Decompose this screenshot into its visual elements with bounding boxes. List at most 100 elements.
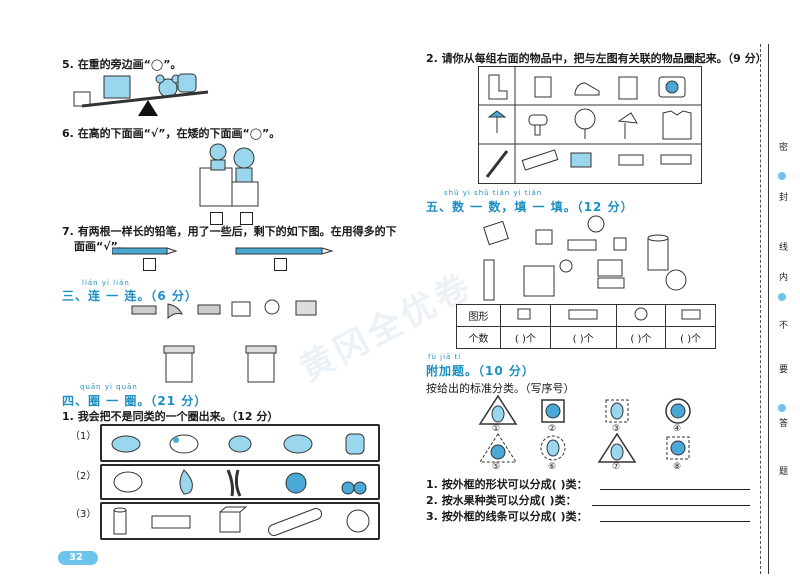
calculator-icon[interactable]	[618, 154, 644, 166]
cylinder-icon	[647, 234, 669, 271]
melon-icon[interactable]	[113, 471, 143, 493]
seesaw-board	[81, 90, 209, 108]
child-icon	[209, 143, 227, 161]
answer-1-line[interactable]	[600, 489, 750, 490]
fruit-frames	[478, 394, 691, 463]
sec3-pinyin: lián yi lián	[82, 279, 130, 287]
side-label: 不	[778, 321, 788, 331]
desklamp-icon[interactable]	[617, 112, 638, 139]
cube-icon	[535, 229, 553, 245]
table-cell-sphere	[615, 304, 667, 327]
solids-cluster	[483, 215, 687, 301]
bull-icon[interactable]	[283, 434, 313, 454]
shoe-icon[interactable]	[574, 82, 600, 96]
jar-icon[interactable]	[618, 76, 638, 100]
fruit-label-4: ④	[673, 424, 682, 434]
camera-icon[interactable]	[658, 76, 686, 98]
answer-3: 3. 按外框的线条可以分成( )类：	[426, 510, 588, 523]
horse-icon[interactable]	[111, 435, 141, 453]
table-cell-cube	[500, 304, 551, 327]
answer-box-pencil-2[interactable]	[274, 258, 287, 271]
answer-box-pencil-1[interactable]	[143, 258, 156, 271]
pencil-icon	[112, 247, 178, 255]
bird-icon[interactable]	[228, 435, 252, 453]
shapes-icons	[113, 506, 370, 536]
cube-icon	[483, 220, 509, 246]
tube-icon[interactable]	[268, 508, 322, 536]
sock-icon	[488, 74, 508, 100]
shirt-icon[interactable]	[662, 110, 692, 140]
sec4-pinyin: quān yi quān	[80, 383, 138, 391]
row-animals	[100, 424, 380, 462]
bulb-icon	[264, 299, 280, 315]
q7-text-line1: 7. 有两根一样长的铅笔，用了一些后，剩下的如下图。在用得多的下	[62, 225, 397, 238]
dashed-circle-frame	[540, 435, 566, 461]
count-cuboid-input[interactable]: ( )个	[549, 326, 617, 349]
circle-frame	[665, 398, 691, 424]
pen-icon	[485, 150, 509, 178]
cube-icon	[613, 237, 627, 251]
sphere-icon[interactable]	[346, 509, 370, 533]
ruler-icon[interactable]	[521, 149, 559, 171]
cylinder-icon[interactable]	[113, 507, 127, 535]
dashed-square-frame	[605, 399, 629, 423]
sec5-title: 五、数 一 数，填 一 填。（12 分）	[426, 200, 634, 214]
bin-icon	[163, 345, 195, 383]
page-number: 32	[69, 552, 83, 563]
side-label: 封	[778, 193, 788, 203]
battery-icon	[197, 304, 221, 315]
fruits-icons	[113, 469, 367, 497]
cube-icon[interactable]	[219, 506, 248, 533]
cat-icon[interactable]	[345, 433, 365, 455]
binding-line	[760, 44, 761, 574]
peel-icon	[167, 303, 183, 320]
answer-box-short[interactable]	[240, 212, 253, 225]
paper-icon	[295, 300, 317, 316]
apple-icon[interactable]	[285, 472, 307, 494]
lamp-icon	[487, 110, 507, 133]
sphere-icon	[559, 259, 573, 273]
side-dot	[778, 404, 786, 412]
row-label: （1）	[70, 431, 97, 442]
count-cylinder-input[interactable]: ( )个	[665, 326, 716, 349]
fan-icon[interactable]	[574, 108, 596, 139]
height-illustration	[199, 143, 259, 207]
sphere-icon	[587, 215, 605, 233]
row-label: （3）	[70, 509, 97, 520]
binding-line-solid	[768, 44, 769, 574]
q6-text: 6. 在高的下面画“√”，在矮的下面画“◯”。	[62, 127, 281, 140]
answer-box-tall[interactable]	[210, 212, 223, 225]
answer-2-line[interactable]	[592, 505, 750, 506]
row-shapes	[100, 502, 380, 540]
toothpaste-icon[interactable]	[660, 154, 692, 165]
cup-icon[interactable]	[534, 76, 552, 98]
hairdryer-icon[interactable]	[528, 114, 548, 136]
q1-text: 1. 我会把不是同类的一个圈出来。（12 分）	[62, 410, 279, 423]
table-cell-cuboid	[549, 304, 617, 327]
sphere-icon	[665, 269, 687, 291]
table-count-label: 个数	[456, 326, 501, 349]
pear-icon[interactable]	[179, 469, 193, 495]
box-icon	[231, 301, 251, 317]
count-sphere-input[interactable]: ( )个	[615, 326, 667, 349]
dashed-square-frame	[666, 436, 690, 460]
cow-icon[interactable]	[169, 434, 199, 454]
answer-3-line[interactable]	[600, 521, 750, 522]
eraser-icon[interactable]	[570, 152, 592, 168]
side-label: 密	[778, 143, 788, 153]
sec5-pinyin: shǔ yi shǔ tián yi tián	[444, 189, 543, 197]
cuboid-icon[interactable]	[151, 515, 191, 529]
side-dot	[778, 293, 786, 301]
side-dot	[778, 172, 786, 180]
square-frame	[541, 399, 565, 423]
cherry-icon[interactable]	[341, 481, 367, 495]
count-cube-input[interactable]: ( )个	[500, 326, 551, 349]
peapod-icon[interactable]	[226, 469, 242, 497]
side-label: 内	[778, 273, 788, 283]
fruit-label-5: ⑤	[492, 462, 501, 472]
page-number-badge: 32	[58, 551, 98, 565]
cat-icon	[177, 73, 197, 93]
triangle-frame	[597, 432, 637, 463]
side-label: 要	[778, 365, 788, 375]
sec4-title: 四、圈 一 圈。（21 分）	[62, 394, 208, 408]
